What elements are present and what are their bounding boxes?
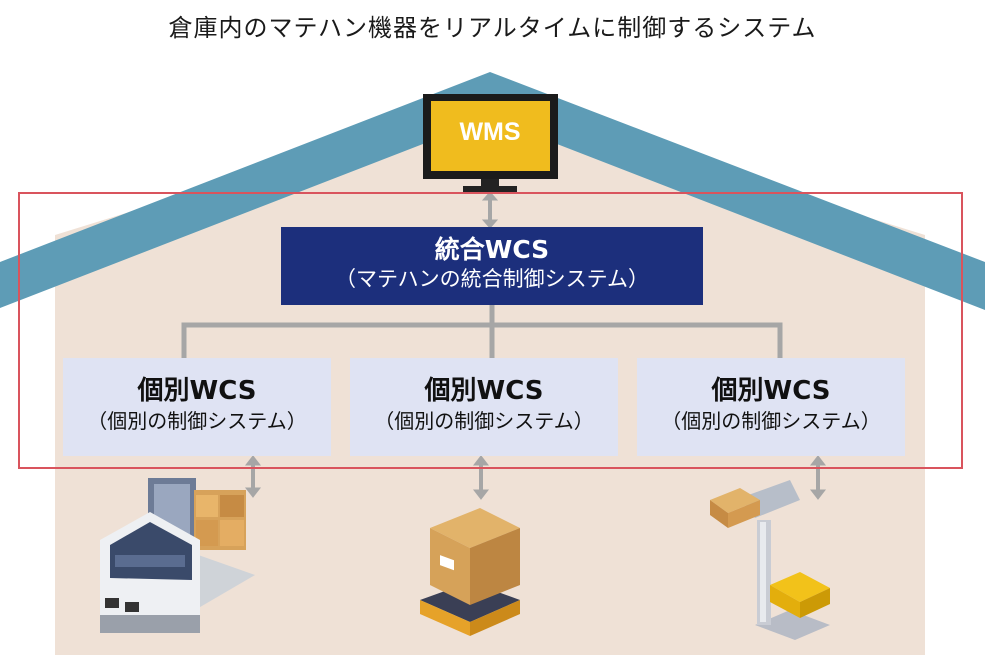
forklift-robot-icon [100, 478, 255, 633]
wms-wcs-arrow [481, 191, 499, 229]
monitor-icon [423, 94, 558, 192]
integrated-wcs-subtitle: （マテハンの統合制御システム） [335, 267, 649, 291]
individual-wcs-title: 個別WCS [137, 376, 257, 406]
connector-lines [181, 305, 783, 360]
integrated-wcs-title: 統合WCS [434, 235, 550, 264]
integrated-wcs-box: 統合WCS （マテハンの統合制御システム） [281, 227, 703, 305]
individual-wcs-box-2: 個別WCS （個別の制御システム） [350, 358, 618, 456]
wms-label: WMS [459, 118, 521, 146]
individual-wcs-subtitle: （個別の制御システム） [661, 409, 881, 433]
device-arrows [244, 455, 827, 500]
wcs-scope-frame [18, 192, 963, 469]
individual-wcs-title: 個別WCS [711, 376, 831, 406]
page-title: 倉庫内のマテハン機器をリアルタイムに制御するシステム [168, 14, 817, 42]
individual-wcs-box-1: 個別WCS （個別の制御システム） [63, 358, 331, 456]
carrier-robot-icon [420, 508, 520, 636]
individual-wcs-subtitle: （個別の制御システム） [87, 409, 307, 433]
individual-wcs-subtitle: （個別の制御システム） [374, 409, 594, 433]
warehouse-roof [0, 72, 985, 310]
individual-wcs-box-3: 個別WCS （個別の制御システム） [637, 358, 905, 456]
picking-arm-robot-icon [710, 480, 830, 640]
individual-wcs-title: 個別WCS [424, 376, 544, 406]
